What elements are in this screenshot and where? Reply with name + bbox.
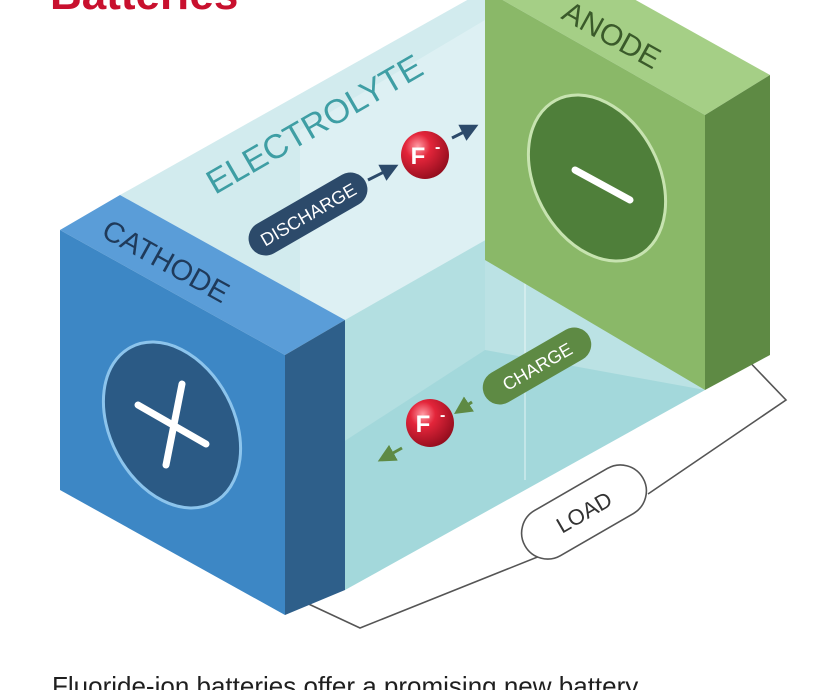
ion-charge: - [440,407,445,424]
ion-symbol: F [411,143,426,170]
anode-disc [526,93,668,263]
load-indicator: LOAD [520,464,648,560]
ion-charge: - [435,139,440,156]
cathode-side-face [285,320,345,615]
fluoride-ion-lower: F - [406,399,454,447]
anode-top-face [502,0,770,115]
charge-arrow [454,396,474,414]
discharge-out-arrow [451,124,479,141]
fluoride-ion-upper: F - [401,131,449,179]
discharge-arrow [367,164,399,182]
figure-title: Batteries [50,0,238,20]
circuit-wire [299,351,788,629]
plus-icon [134,380,210,469]
charge-out-arrow [377,444,403,462]
electrolyte-floor [300,350,705,590]
ion-symbol: F [416,411,431,438]
anode-side-face [705,75,770,390]
cathode-top-face [60,195,345,355]
minus-icon [571,166,634,204]
figure-caption: Fluoride-ion batteries offer a promising… [52,671,639,690]
